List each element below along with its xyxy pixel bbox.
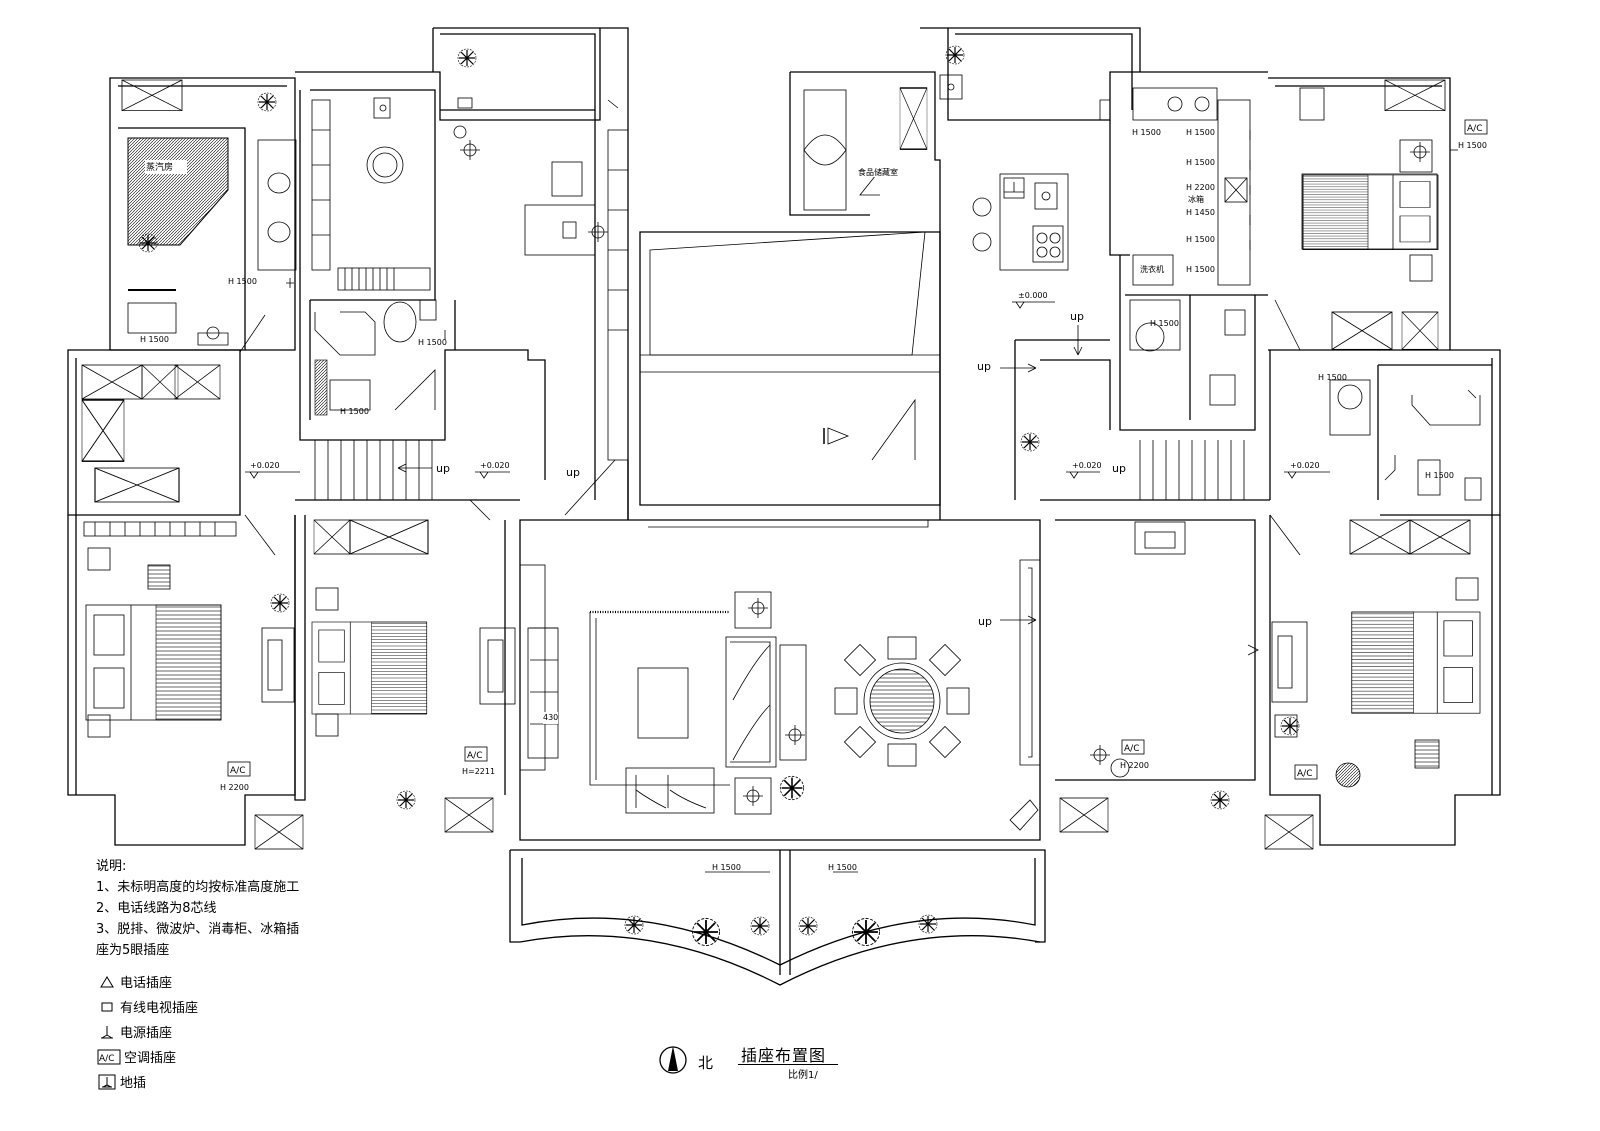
socket-marks [286,99,1477,656]
up-label: up [436,462,450,475]
floor-socket-icon [96,1073,118,1091]
food-storage-label: 食品储藏室 [858,167,898,177]
note-item: 座为5眼插座 [96,943,170,958]
height-label: H 2200 [1186,183,1215,192]
legend-label: 电源插座 [120,1026,173,1041]
wardrobes [81,79,1471,850]
plan-title: 插座布置图 [741,1046,827,1065]
level-marks: +0.020 +0.020 +0.020 +0.020 ±0.000 [245,291,1330,479]
dim-430: 430 [543,713,558,722]
interior-walls [118,89,1492,801]
ac-height: H 1500 [1458,141,1487,150]
ac-height: H 2200 [1120,761,1149,770]
level-mark: +0.020 [1290,461,1320,470]
north-label: 北 [698,1054,714,1072]
note-item: 2、电话线路为8芯线 [96,901,217,916]
steam-room-label: 蒸汽房 [146,161,173,173]
north-arrow-icon [659,1046,687,1074]
ac-height: H 2200 [220,783,249,792]
fridge-label: 冰箱 [1188,194,1204,204]
note-item: 1、未标明高度的均按标准高度施工 [96,880,300,895]
level-mark: +0.020 [1072,461,1102,470]
legend-row: 电话插座 [96,969,198,994]
height-label: H 1500 [1186,235,1215,244]
outer-walls [67,27,1501,986]
up-label: up [1112,462,1126,475]
up-label: up [1070,310,1084,323]
height-label: H 1500 [1186,128,1215,137]
height-label: H 1500 [1186,158,1215,167]
height-label: H 1450 [1186,208,1215,217]
legend-label: 地插 [120,1076,147,1091]
level-mark: +0.020 [250,461,280,470]
living-dining: 430 [519,521,1186,831]
legend-row: A/C 空调插座 [96,1044,198,1069]
power-socket-icon [96,1023,118,1041]
plants [138,45,1300,947]
ac-tag: A/C [230,766,245,776]
laundry-label: 洗衣机 [1140,264,1164,274]
title-underline [738,1064,838,1065]
socket-height-labels: H 1500 H 1500 H 1500 H 1500 H 1500 H 150… [140,128,1454,873]
height-label: H 1500 [828,863,857,872]
legend-row: 有线电视插座 [96,994,198,1019]
stairs [314,440,1245,500]
ac-tag: A/C [1124,744,1139,754]
legend: 电话插座 有线电视插座 电源插座 A/C 空调插座 地插 [96,969,198,1094]
height-label: H 1500 [1132,128,1161,137]
height-label: H 1500 [418,338,447,347]
level-mark: +0.020 [480,461,510,470]
ac-socket-icon: A/C [96,1048,122,1066]
legend-label: 有线电视插座 [120,1001,199,1016]
top-left-rooms [314,97,609,416]
height-label: H 1500 [1150,319,1179,328]
steam-room: 蒸汽房 [127,137,297,346]
height-label: H 1500 [140,335,169,344]
triangle-icon [96,973,118,991]
legend-label: 空调插座 [124,1051,177,1066]
legend-row: 电源插座 [96,1019,198,1044]
up-labels: up up up up up up [397,310,1126,628]
up-label: up [977,360,991,373]
bedrooms [85,139,1481,788]
notes-heading: 说明: [96,859,127,874]
svg-text:A/C: A/C [99,1054,114,1064]
height-label: H 1500 [712,863,741,872]
ac-tags: A/C H 2200 A/C H=2211 A/C H 2200 A/C A/C… [220,119,1488,792]
height-label: H 1500 [1186,265,1215,274]
up-label: up [566,466,580,479]
ac-tag: A/C [1467,124,1482,134]
level-mark: ±0.000 [1018,291,1048,300]
ac-tag: A/C [467,751,482,761]
ac-height: H=2211 [462,767,495,776]
right-bath [1329,379,1482,501]
notes-block: 说明: 1、未标明高度的均按标准高度施工 2、电话线路为8芯线 3、脱排、微波炉… [96,856,356,961]
doors [239,299,1301,556]
legend-label: 电话插座 [120,976,173,991]
square-icon [96,998,118,1016]
note-item: 3、脱排、微波炉、消毒柜、冰箱插 [96,922,300,937]
kitchen: 食品储藏室 洗衣机 冰箱 [856,74,1431,406]
ac-tag: A/C [1297,769,1312,779]
legend-row: 地插 [96,1069,198,1094]
height-label: H 1500 [340,407,369,416]
height-label: H 1500 [1425,471,1454,480]
plan-scale: 比例1/ [788,1070,818,1081]
up-label: up [978,615,992,628]
height-label: H 1500 [228,277,257,286]
height-label: H 1500 [1318,373,1347,382]
